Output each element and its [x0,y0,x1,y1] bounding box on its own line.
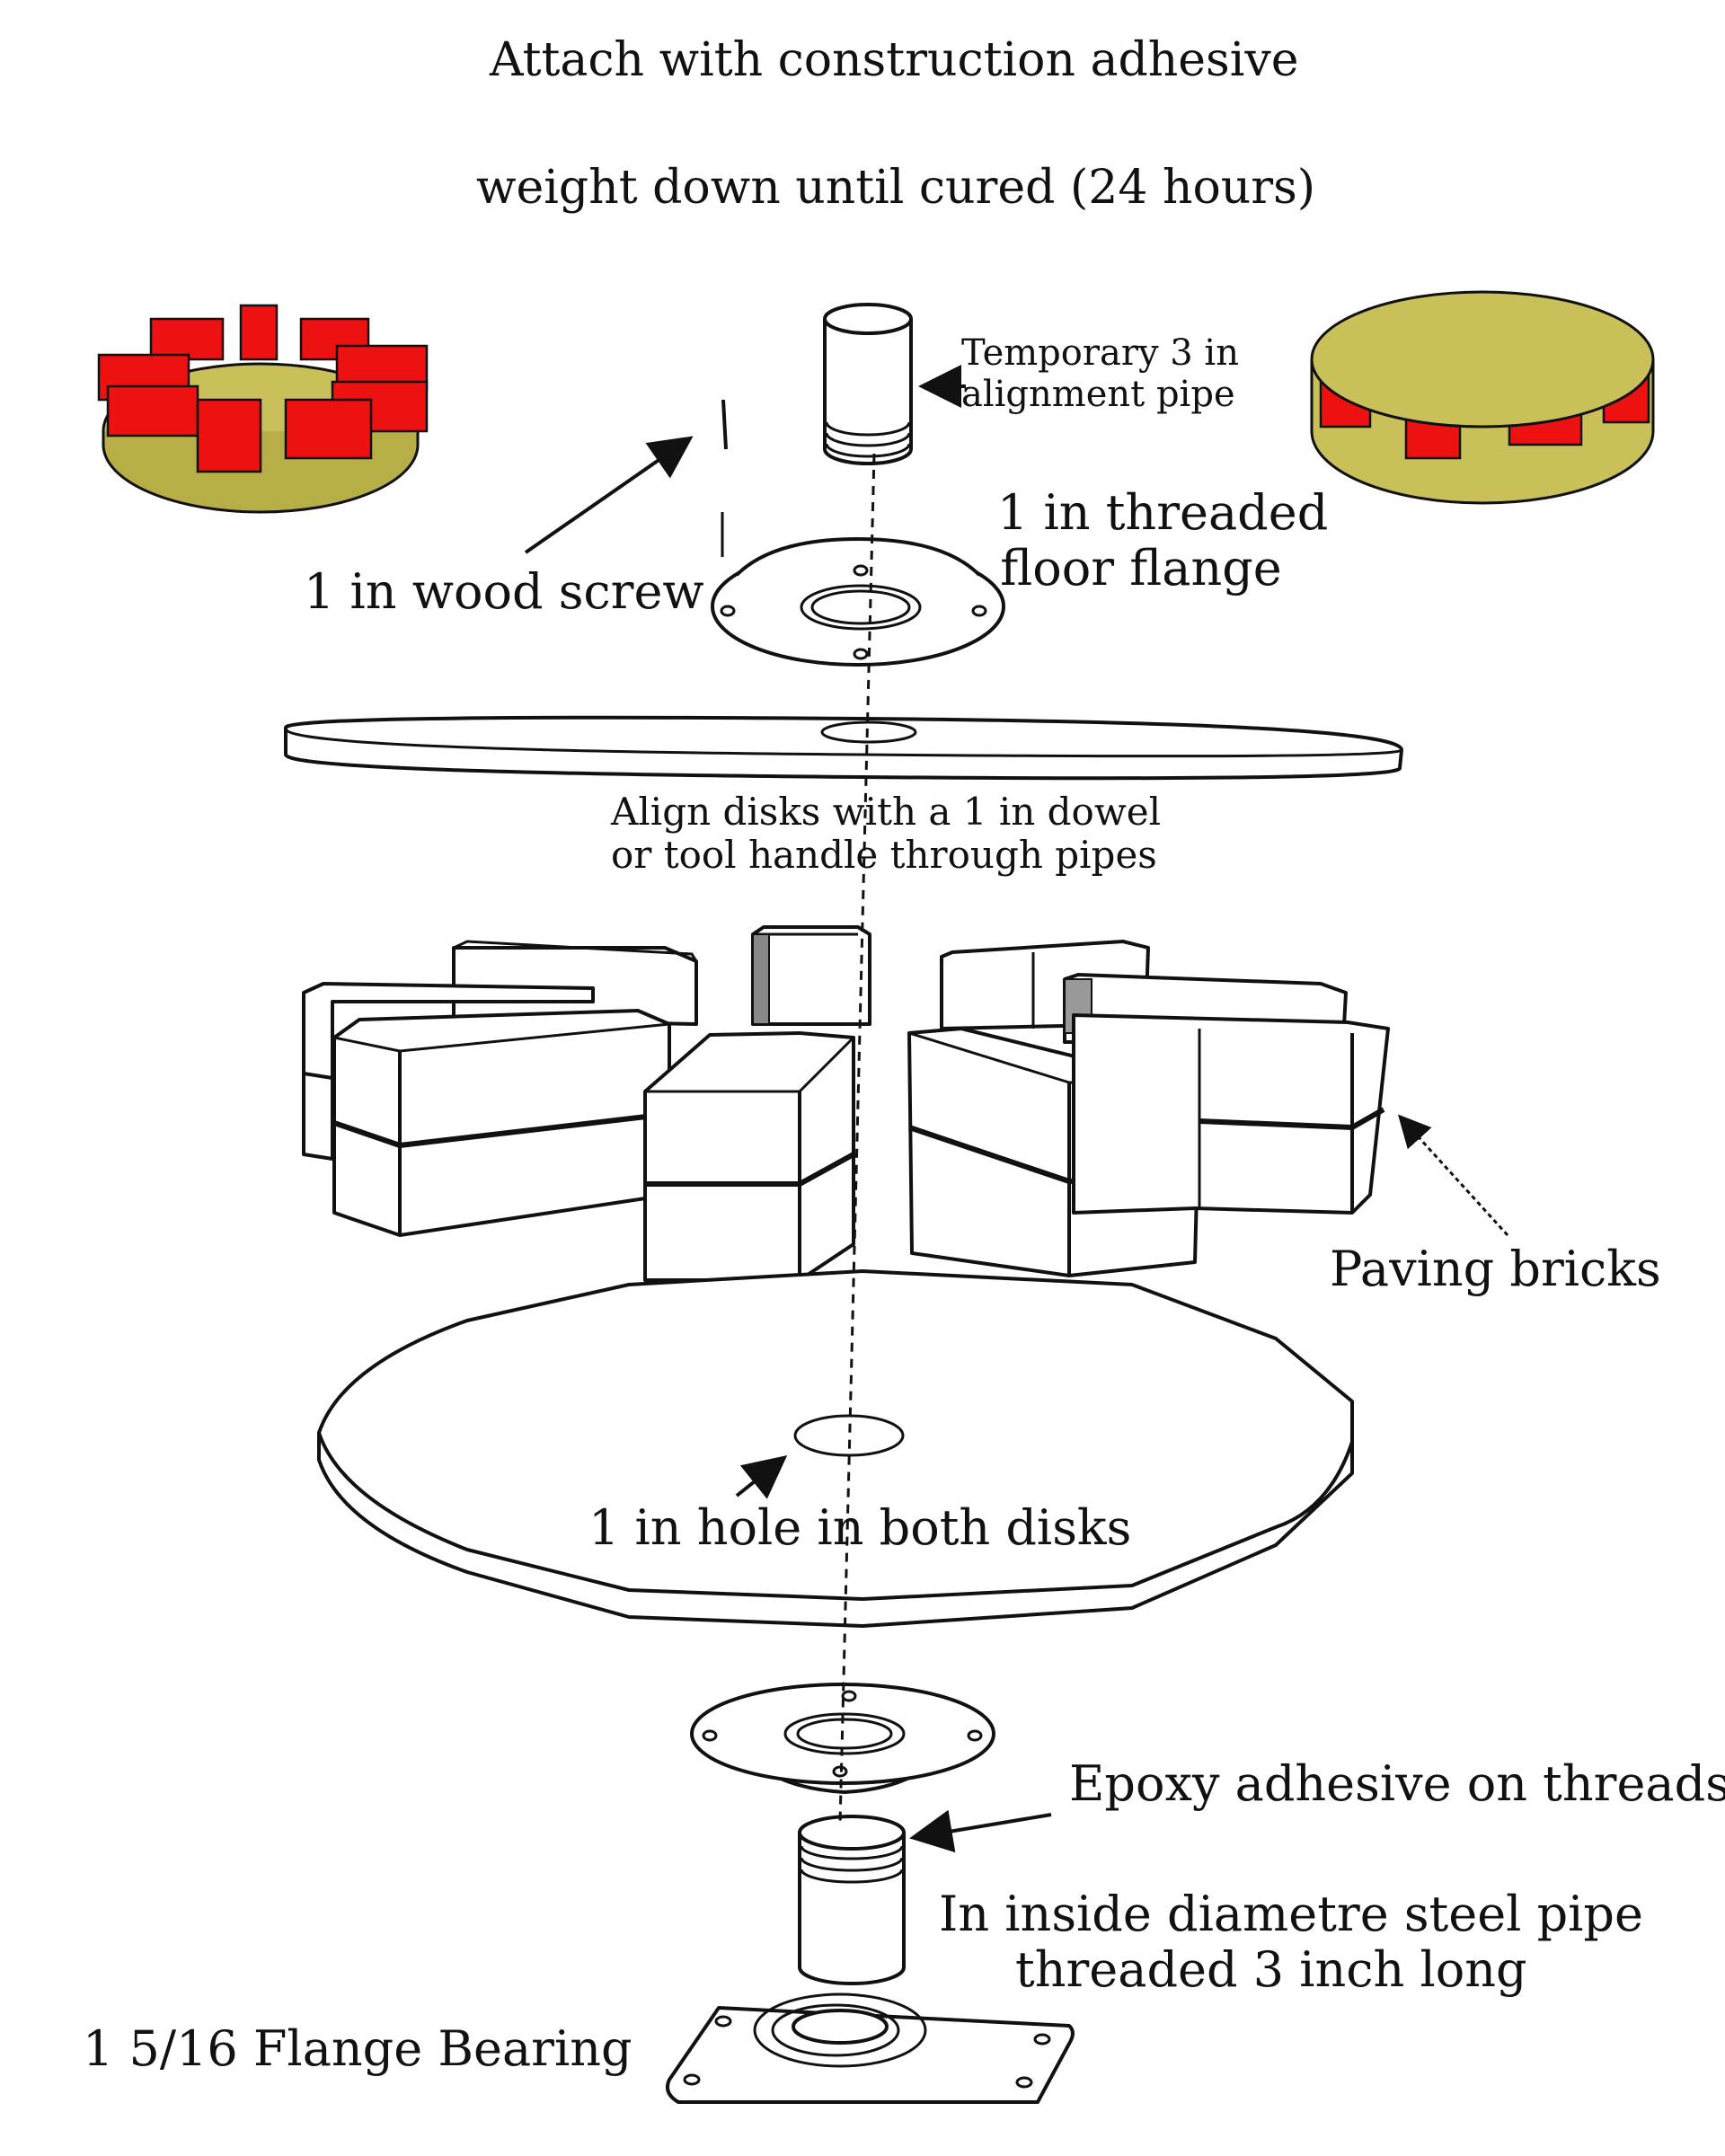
top-disk [284,715,1403,781]
flange-bearing [666,1993,1075,2104]
paving-bricks [302,925,1390,1282]
title-line-2: weight down until cured (24 hours) [476,161,1316,215]
preview-top-disk-icon [1310,290,1655,505]
label-floor-flange: 1 in threaded floor flange [997,484,1329,597]
preview-assembled-bricks-icon [97,304,429,514]
label-alignment-pipe-line-2: alignment pipe [961,374,1235,415]
label-floor-flange-line-1: 1 in threaded [997,484,1329,541]
alignment-axis [838,453,876,1825]
arrow-wood-screw [524,436,694,554]
label-floor-flange-line-2: floor flange [1000,540,1282,597]
label-hole: 1 in hole in both disks [588,1499,1132,1556]
label-wood-screw: 1 in wood screw [304,563,704,620]
label-steel-pipe: In inside diametre steel pipe threaded 3… [939,1886,1643,1999]
arrow-epoxy [909,1809,1052,1853]
label-align-disks: Align disks with a 1 in dowel or tool ha… [611,790,1162,878]
label-align-disks-line-2: or tool handle through pipes [611,833,1157,878]
wood-screw [721,399,728,557]
label-alignment-pipe-line-1: Temporary 3 in [961,332,1239,374]
label-steel-pipe-line-2: threaded 3 inch long [1015,1941,1527,1999]
alignment-pipe [823,303,913,465]
label-align-disks-line-1: Align disks with a 1 in dowel [611,790,1162,834]
label-paving-bricks: Paving bricks [1330,1241,1661,1297]
steel-pipe [798,1815,906,1985]
label-alignment-pipe: Temporary 3 in alignment pipe [961,332,1239,415]
arrow-paving-bricks [1397,1114,1509,1237]
label-flange-bearing: 1 5/16 Flange Bearing [83,2020,632,2077]
top-floor-flange [711,537,1005,667]
label-steel-pipe-line-1: In inside diametre steel pipe [939,1886,1643,1942]
title-line-1: Attach with construction adhesive [490,33,1299,87]
arrow-hole [735,1455,788,1499]
bottom-disk [317,1269,1354,1628]
label-epoxy: Epoxy adhesive on threads [1069,1755,1725,1812]
